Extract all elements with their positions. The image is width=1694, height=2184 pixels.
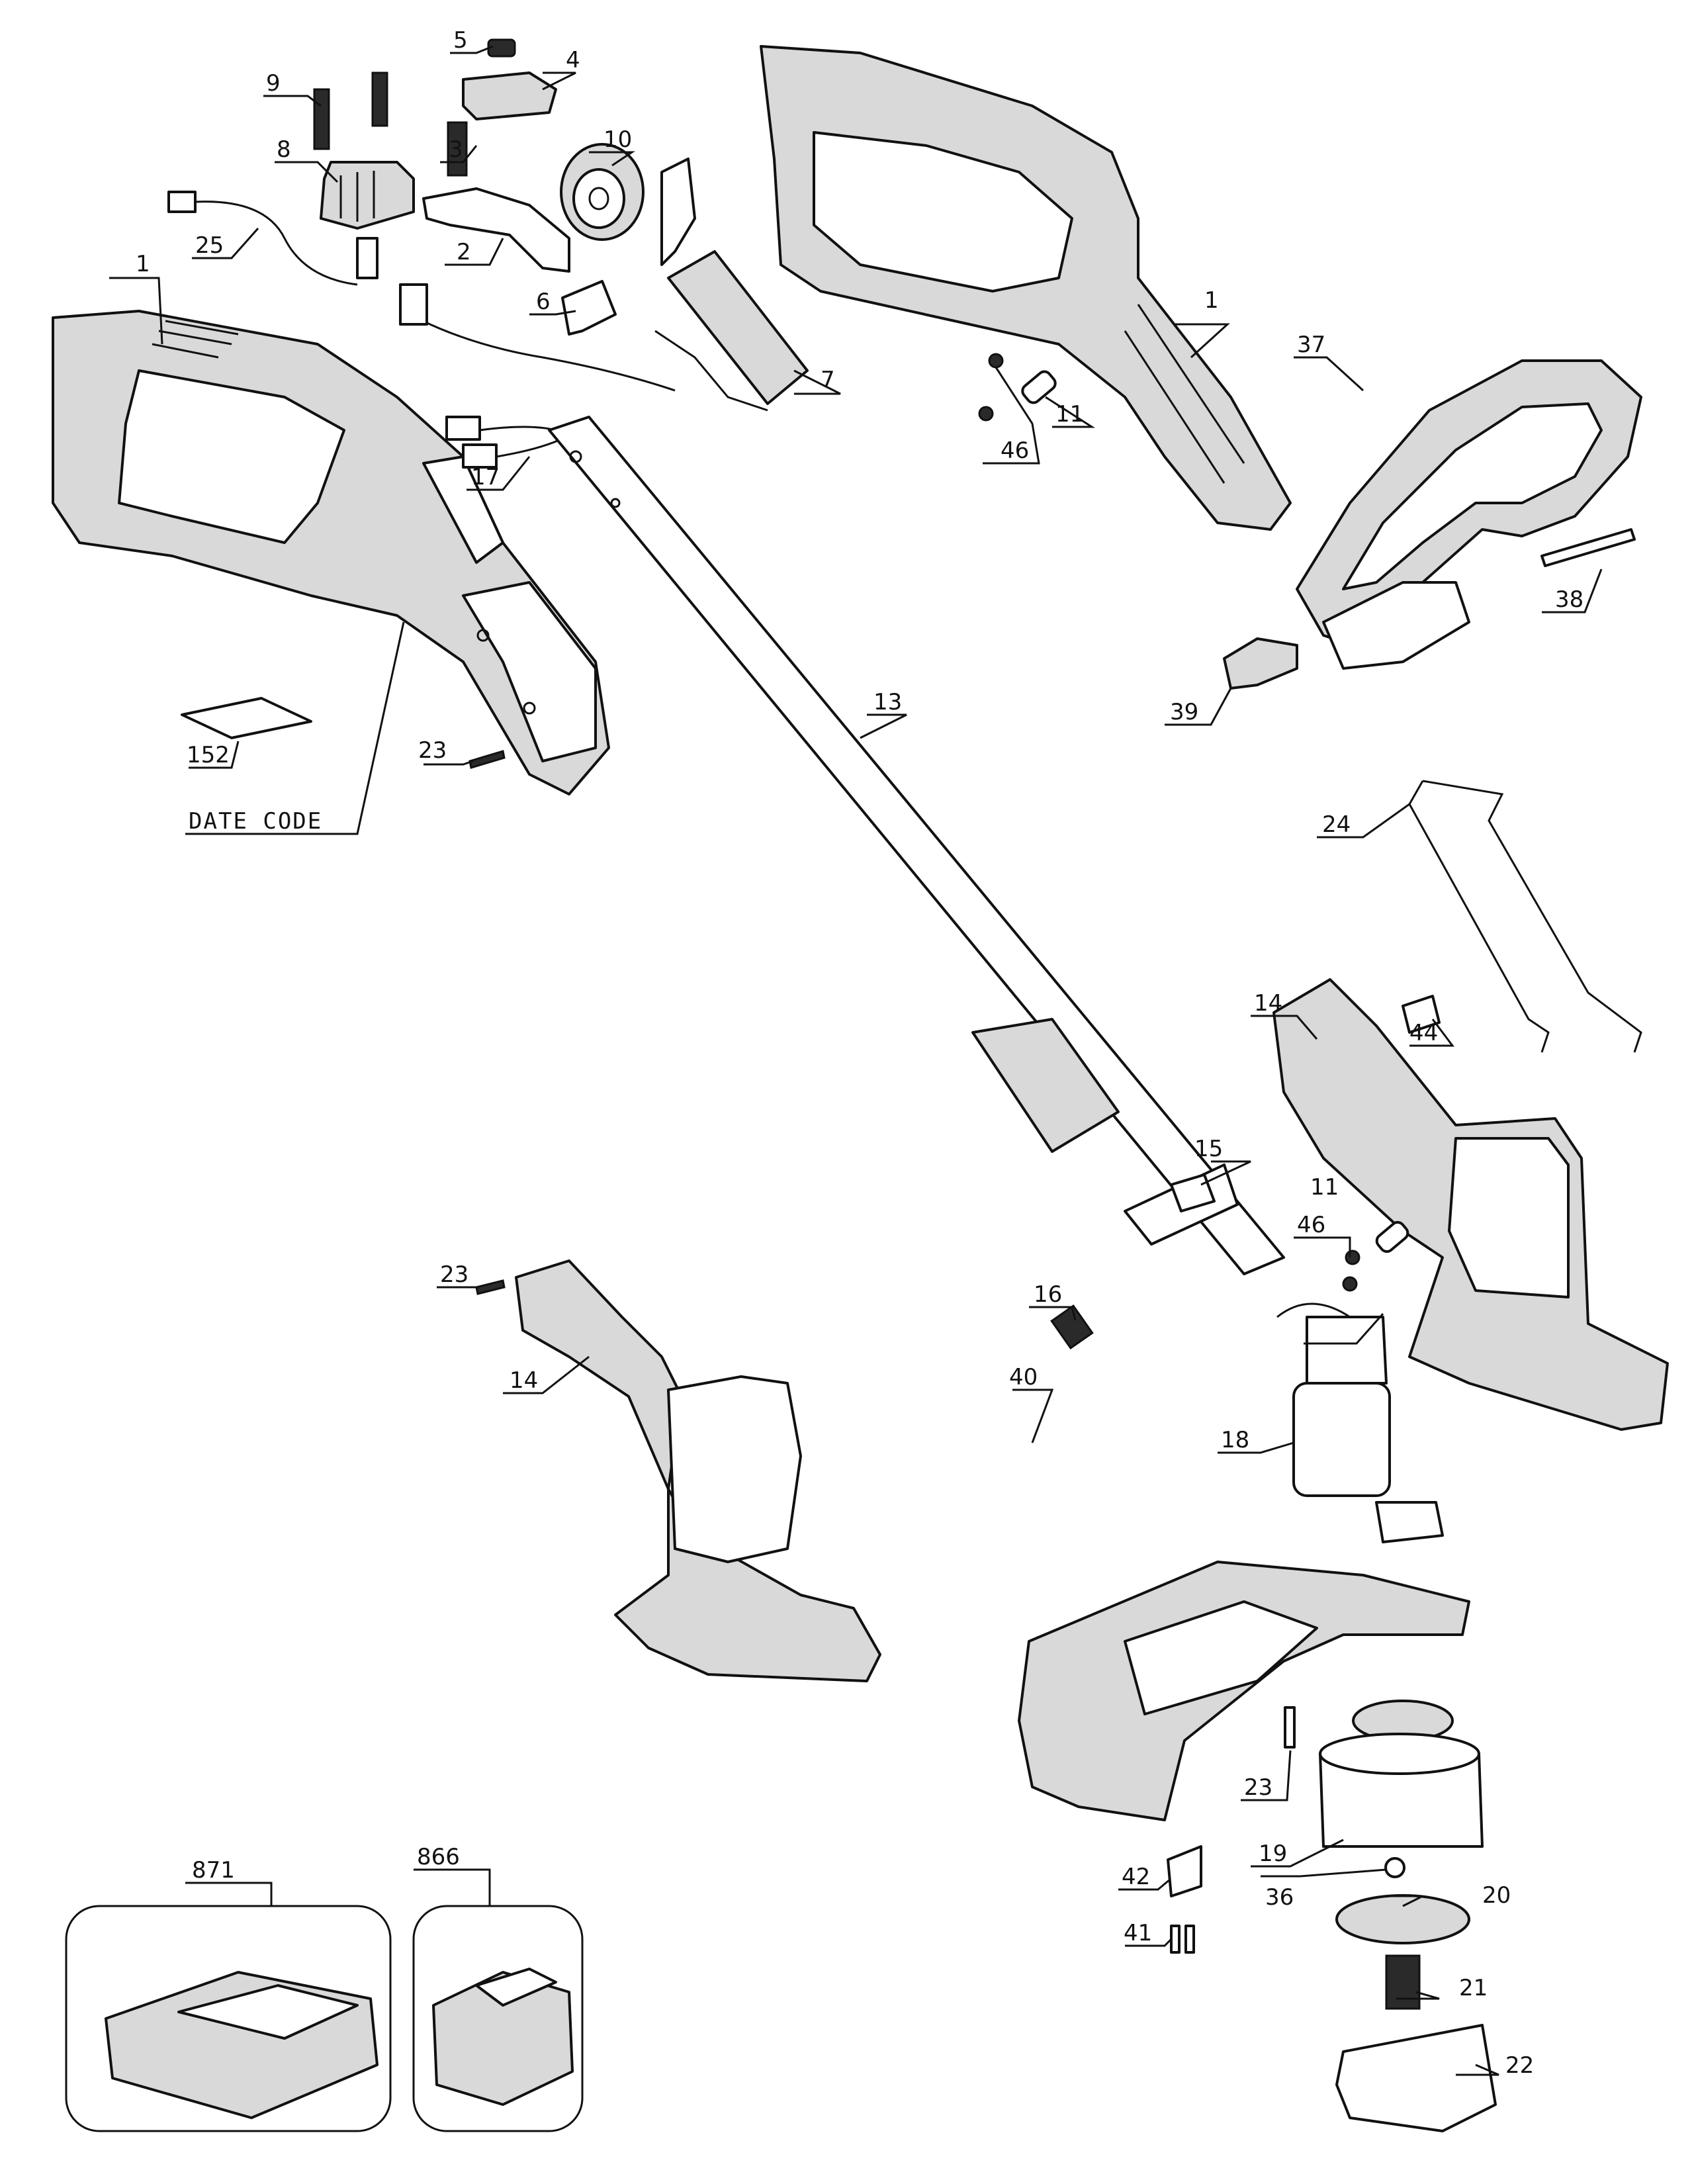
label-38: 38	[1555, 586, 1583, 613]
label-11-lower: 11	[1310, 1174, 1339, 1201]
spring-small	[487, 38, 516, 58]
lock-off-button	[462, 71, 557, 120]
screws-23	[468, 750, 1296, 1749]
circuit-board	[654, 158, 809, 412]
charger-box	[65, 1905, 392, 2132]
label-4: 4	[566, 47, 580, 73]
auxiliary-handle	[1296, 359, 1642, 670]
label-46-lower: 46	[1297, 1212, 1325, 1238]
motor-housing-right	[1272, 978, 1669, 1431]
label-18: 18	[1221, 1427, 1249, 1453]
label-14-upper: 14	[1254, 990, 1282, 1017]
label-17: 17	[471, 464, 500, 490]
label-9: 9	[266, 70, 281, 97]
label-5: 5	[453, 27, 468, 54]
label-11-upper: 11	[1055, 401, 1084, 428]
part-labels: 1 1 2 3 4 5 6 7 8 9 10 11 11 13 14 14 15…	[136, 27, 1583, 2079]
label-46-upper: 46	[1001, 437, 1029, 464]
trigger-spring	[447, 121, 468, 177]
warning-label	[1402, 995, 1441, 1034]
cutter-screws	[1170, 1925, 1195, 1954]
battery-box	[412, 1905, 584, 2132]
handle-knob	[1223, 637, 1298, 690]
label-152: 152	[187, 742, 230, 768]
label-22: 22	[1505, 2052, 1534, 2079]
clamp-and-screws-lower	[1342, 1220, 1409, 1292]
label-40: 40	[1009, 1364, 1038, 1390]
label-871: 871	[192, 1857, 235, 1884]
label-7: 7	[821, 367, 835, 393]
label-1-right: 1	[1204, 287, 1219, 314]
motor-wires	[445, 416, 560, 469]
label-2: 2	[457, 239, 471, 265]
label-14-lower: 14	[510, 1367, 538, 1394]
date-code-label	[181, 697, 312, 739]
date-code-text: DATE CODE	[189, 808, 322, 835]
clamp-and-screws-upper	[978, 353, 1057, 422]
switch	[320, 161, 415, 230]
label-13: 13	[873, 689, 902, 715]
label-3: 3	[449, 136, 463, 163]
label-20: 20	[1482, 1882, 1511, 1909]
label-23-lower: 23	[1244, 1774, 1272, 1801]
label-6: 6	[536, 289, 551, 315]
spool-eyelet	[1384, 1857, 1405, 1878]
label-36: 36	[1265, 1884, 1294, 1911]
handle-housing-left	[52, 310, 610, 796]
label-21: 21	[1459, 1975, 1488, 2001]
label-23-upper: 23	[418, 737, 447, 764]
line-cutter	[1167, 1845, 1202, 1897]
handle-bolt	[1540, 528, 1636, 567]
speed-wheel	[560, 143, 645, 241]
tube-spring	[1050, 1304, 1094, 1350]
motor	[1276, 1302, 1444, 1543]
label-37: 37	[1297, 332, 1325, 358]
label-23-middle: 23	[440, 1261, 468, 1288]
label-15: 15	[1194, 1136, 1223, 1162]
edge-guide-wire	[1408, 780, 1642, 1053]
motor-housing-left	[515, 1259, 881, 1682]
trigger	[422, 187, 570, 273]
handle-housing-right	[760, 45, 1292, 531]
wire-harness	[167, 191, 676, 392]
label-1-left: 1	[136, 251, 150, 277]
label-42: 42	[1122, 1864, 1150, 1890]
label-19: 19	[1259, 1841, 1287, 1867]
label-8: 8	[277, 136, 291, 163]
spool-cap-assembly	[1319, 1700, 1497, 2132]
label-39: 39	[1170, 699, 1198, 725]
label-41: 41	[1124, 1920, 1152, 1946]
label-16: 16	[1034, 1281, 1062, 1308]
shaft-tube	[548, 416, 1285, 1275]
label-44: 44	[1409, 1020, 1438, 1046]
switch-springs	[313, 71, 388, 150]
label-866: 866	[417, 1844, 460, 1870]
microswitch	[561, 280, 617, 336]
label-10: 10	[603, 126, 632, 153]
leader-lines	[109, 45, 1603, 2076]
guard	[1018, 1561, 1470, 1821]
label-25: 25	[195, 232, 224, 259]
label-24: 24	[1322, 811, 1351, 838]
